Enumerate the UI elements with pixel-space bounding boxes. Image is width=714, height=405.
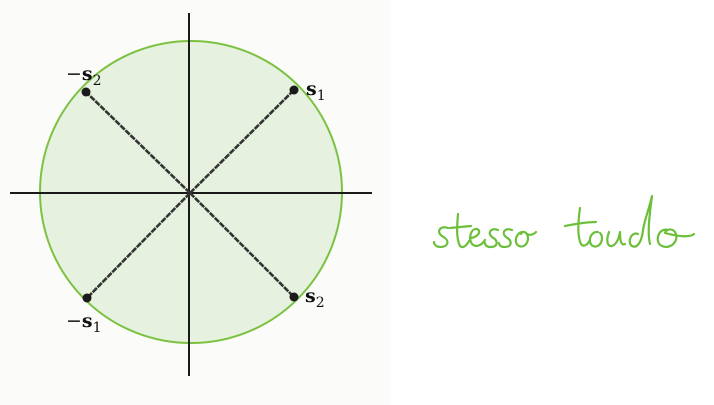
- vector-s1: [189, 89, 295, 194]
- label-neg-s2: −s2: [66, 63, 102, 89]
- label-s1: s1: [306, 78, 326, 104]
- vector-neg-s2: [85, 91, 191, 194]
- point-s1-dot: [289, 85, 299, 95]
- handwritten-annotation: [432, 194, 696, 249]
- point-s2-dot: [289, 292, 299, 302]
- point-neg-s2-dot: [81, 87, 91, 97]
- label-s2: s2: [305, 285, 325, 311]
- vector-s2: [189, 192, 295, 298]
- label-neg-s1: −s1: [66, 310, 102, 336]
- vector-neg-s1: [86, 192, 191, 299]
- point-neg-s1-dot: [82, 293, 92, 303]
